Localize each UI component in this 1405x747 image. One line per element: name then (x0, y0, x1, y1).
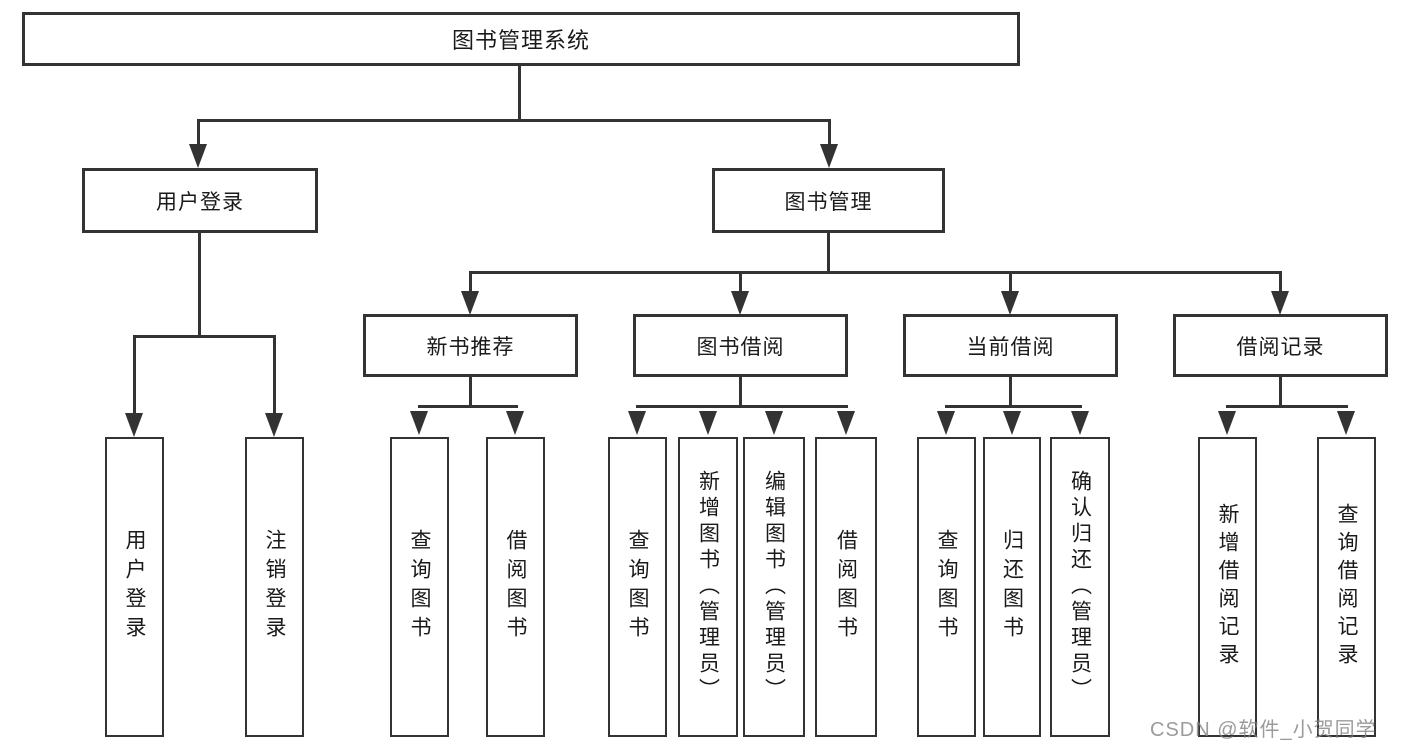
node-borrow-records: 借阅记录 (1173, 314, 1388, 377)
connector-root-stub (518, 66, 521, 121)
arrow-to-book-management-icon (820, 144, 838, 168)
arrow-to-borrow-records-icon (1271, 291, 1289, 315)
connector-book-borrow-stub (739, 377, 742, 407)
connector-borrow-records-hbar (1226, 405, 1348, 408)
arrow-book-borrow-leaf1-icon (628, 411, 646, 435)
arrow-borrow-records-leaf2-icon (1337, 411, 1355, 435)
connector-to-leaf-logout (273, 335, 276, 415)
leaf-confirm-return-admin-label: 确认归还（管理员） (1068, 470, 1092, 704)
leaf-user-login-label: 用户登录 (123, 529, 146, 645)
connector-borrow-records-stub (1279, 377, 1282, 407)
connector-level3-hbar (469, 271, 1282, 274)
leaf-borrow-books-newbook: 借阅图书 (486, 437, 545, 737)
node-borrow-records-label: 借阅记录 (1236, 335, 1325, 359)
node-root: 图书管理系统 (22, 12, 1020, 66)
leaf-borrow-books-borrow-label: 借阅图书 (834, 529, 858, 645)
connector-user-login-stub (198, 233, 201, 337)
connector-to-leaf-user-login (133, 335, 136, 415)
leaf-borrow-books-borrow: 借阅图书 (815, 437, 877, 737)
arrow-new-book-leaf2-icon (506, 411, 524, 435)
node-new-book-recommend: 新书推荐 (363, 314, 578, 377)
arrow-to-user-login-icon (189, 144, 207, 168)
arrow-borrow-records-leaf1-icon (1218, 411, 1236, 435)
arrow-to-leaf-logout-icon (265, 413, 283, 437)
leaf-query-books-newbook-label: 查询图书 (408, 529, 431, 645)
leaf-query-books-current-label: 查询图书 (935, 529, 958, 645)
node-user-login: 用户登录 (82, 168, 318, 233)
leaf-return-books-label: 归还图书 (1000, 529, 1024, 645)
leaf-logout-label: 注销登录 (263, 529, 286, 645)
arrow-current-borrow-leaf2-icon (1003, 411, 1021, 435)
leaf-add-books-admin-label: 新增图书（管理员） (696, 470, 720, 704)
node-book-management-label: 图书管理 (784, 190, 873, 214)
node-root-label: 图书管理系统 (451, 28, 590, 53)
connector-new-book-stub (469, 377, 472, 407)
node-book-borrow-label: 图书借阅 (696, 335, 785, 359)
leaf-add-borrow-record: 新增借阅记录 (1198, 437, 1257, 737)
connector-new-book-hbar (418, 405, 518, 408)
arrow-to-current-borrow-icon (1001, 291, 1019, 315)
arrow-book-borrow-leaf3-icon (765, 411, 783, 435)
leaf-user-login: 用户登录 (105, 437, 164, 737)
connector-to-current-borrow (1009, 271, 1012, 293)
arrow-to-leaf-user-login-icon (125, 413, 143, 437)
node-book-borrow: 图书借阅 (633, 314, 848, 377)
node-current-borrow: 当前借阅 (903, 314, 1118, 377)
arrow-book-borrow-leaf4-icon (837, 411, 855, 435)
connector-user-login-hbar (133, 335, 276, 338)
csdn-watermark: CSDN @软件_小贺同学 (1150, 719, 1377, 741)
leaf-query-books-newbook: 查询图书 (390, 437, 449, 737)
arrow-to-new-book-icon (461, 291, 479, 315)
arrow-new-book-leaf1-icon (410, 411, 428, 435)
node-current-borrow-label: 当前借阅 (966, 335, 1055, 359)
leaf-add-borrow-record-label: 新增借阅记录 (1216, 503, 1239, 671)
connector-level1-hbar (197, 119, 831, 122)
connector-book-borrow-hbar (636, 405, 848, 408)
connector-to-user-login (197, 119, 200, 147)
leaf-query-books-borrow-label: 查询图书 (626, 529, 649, 645)
leaf-query-books-current: 查询图书 (917, 437, 976, 737)
leaf-query-borrow-record-label: 查询借阅记录 (1335, 503, 1358, 671)
connector-book-management-stub (827, 233, 830, 273)
node-book-management: 图书管理 (712, 168, 945, 233)
arrow-current-borrow-leaf1-icon (937, 411, 955, 435)
node-user-login-label: 用户登录 (156, 190, 244, 214)
arrow-current-borrow-leaf3-icon (1071, 411, 1089, 435)
leaf-return-books: 归还图书 (983, 437, 1041, 737)
leaf-query-borrow-record: 查询借阅记录 (1317, 437, 1376, 737)
connector-to-book-management (828, 119, 831, 147)
leaf-borrow-books-newbook-label: 借阅图书 (504, 529, 527, 645)
connector-to-new-book (469, 271, 472, 293)
leaf-logout: 注销登录 (245, 437, 304, 737)
connector-to-book-borrow (739, 271, 742, 293)
leaf-edit-books-admin: 编辑图书（管理员） (743, 437, 805, 737)
leaf-edit-books-admin-label: 编辑图书（管理员） (762, 470, 786, 704)
leaf-query-books-borrow: 查询图书 (608, 437, 667, 737)
leaf-add-books-admin: 新增图书（管理员） (678, 437, 738, 737)
connector-to-borrow-records (1279, 271, 1282, 293)
connector-current-borrow-stub (1009, 377, 1012, 407)
connector-current-borrow-hbar (945, 405, 1082, 408)
arrow-to-book-borrow-icon (731, 291, 749, 315)
node-new-book-recommend-label: 新书推荐 (426, 335, 515, 359)
arrow-book-borrow-leaf2-icon (699, 411, 717, 435)
leaf-confirm-return-admin: 确认归还（管理员） (1050, 437, 1110, 737)
